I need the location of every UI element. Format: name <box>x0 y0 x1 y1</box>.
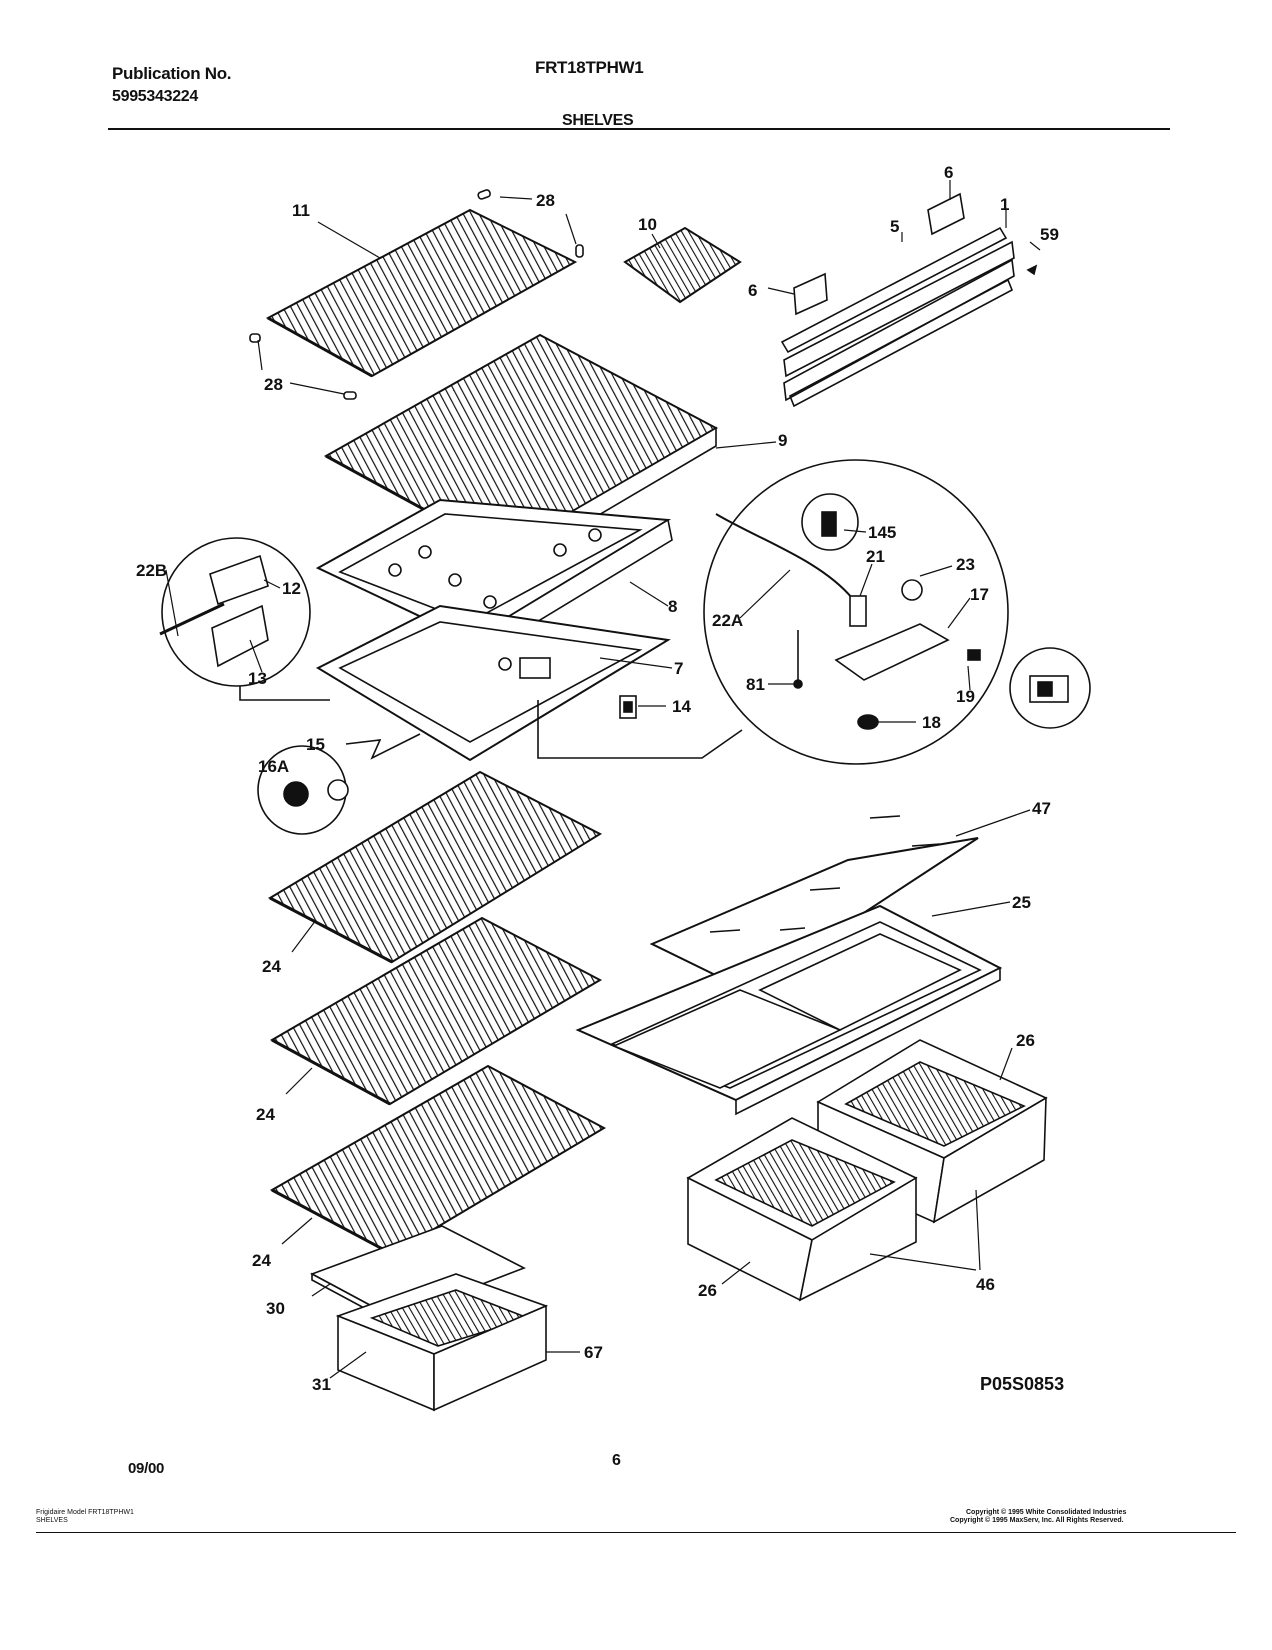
callout-10: 10 <box>638 215 657 234</box>
callout-8: 8 <box>668 597 677 616</box>
callout-19: 19 <box>956 687 975 706</box>
callout-22a: 22A <box>712 611 743 630</box>
publication-label: Publication No. <box>112 64 232 83</box>
callout-59: 59 <box>1040 225 1059 244</box>
callout-13: 13 <box>248 669 267 688</box>
header-rule <box>108 128 1170 130</box>
part-28-shelf-stops <box>249 189 584 400</box>
callout-46: 46 <box>976 1275 995 1294</box>
callout-22b: 22B <box>136 561 167 580</box>
callout-30: 30 <box>266 1299 285 1318</box>
footer-date: 09/00 <box>128 1460 165 1477</box>
part-7-frame <box>315 604 671 762</box>
part-26-crisper-drawer-left <box>686 1117 918 1302</box>
figure-code: P05S0853 <box>980 1374 1064 1394</box>
footer-copyright-1: Copyright © 1995 White Consolidated Indu… <box>966 1509 1127 1516</box>
callout-24-1: 24 <box>262 957 281 976</box>
footer-model-line: Frigidaire Model FRT18TPHW1 <box>36 1509 134 1516</box>
callout-23: 23 <box>956 555 975 574</box>
detail-circle-left <box>159 537 330 701</box>
part-25-shelf-frame <box>575 904 1003 1116</box>
callout-18: 18 <box>922 713 941 732</box>
callout-15: 15 <box>306 735 325 754</box>
part-24-wire-shelf-2 <box>269 916 603 1106</box>
part-14-switch <box>619 695 637 719</box>
part-10-rack <box>623 226 742 304</box>
part-5-trim-strip <box>780 192 1038 408</box>
part-11-wire-shelf <box>265 208 578 378</box>
callout-labels: 11 28 28 10 6 5 1 59 6 9 145 21 23 17 22… <box>136 163 1064 1394</box>
callout-28-bottom: 28 <box>264 375 283 394</box>
callout-26-right: 26 <box>1016 1031 1035 1050</box>
callout-11: 11 <box>292 201 310 220</box>
callout-81: 81 <box>746 675 765 694</box>
callout-16a: 16A <box>258 757 289 776</box>
callout-6-mid: 6 <box>748 281 757 300</box>
callout-26-left: 26 <box>698 1281 717 1300</box>
callout-21: 21 <box>866 547 885 566</box>
callout-47: 47 <box>1032 799 1051 818</box>
part-31-drawer <box>335 1273 549 1412</box>
callout-1: 1 <box>1000 195 1009 214</box>
footer-rule <box>36 1532 1236 1533</box>
callout-5: 5 <box>890 217 899 236</box>
footer-copyright-2: Copyright © 1995 MaxServ, Inc. All Right… <box>950 1517 1124 1524</box>
model-number: FRT18TPHW1 <box>535 58 644 77</box>
callout-12: 12 <box>282 579 301 598</box>
detail-circle-right <box>537 459 1091 765</box>
footer-section-line: SHELVES <box>36 1517 68 1524</box>
callout-9: 9 <box>778 431 787 450</box>
leader-lines <box>165 180 1041 1379</box>
callout-67: 67 <box>584 1343 603 1362</box>
callout-145: 145 <box>868 523 896 542</box>
callout-6-top: 6 <box>944 163 953 182</box>
detail-circle-light <box>257 733 421 835</box>
callout-7: 7 <box>674 659 683 678</box>
page-number: 6 <box>612 1452 621 1469</box>
section-title: SHELVES <box>562 112 634 129</box>
callout-24-3: 24 <box>252 1251 271 1270</box>
part-24-wire-shelf-1 <box>267 770 603 964</box>
publication-number: 5995343224 <box>112 88 198 105</box>
part-24-wire-shelf-3 <box>269 1064 607 1256</box>
part-8-frame <box>315 498 673 662</box>
callout-31: 31 <box>312 1375 331 1394</box>
callout-24-2: 24 <box>256 1105 275 1124</box>
callout-25: 25 <box>1012 893 1031 912</box>
callout-17: 17 <box>970 585 989 604</box>
callout-28-top: 28 <box>536 191 555 210</box>
callout-14: 14 <box>672 697 691 716</box>
